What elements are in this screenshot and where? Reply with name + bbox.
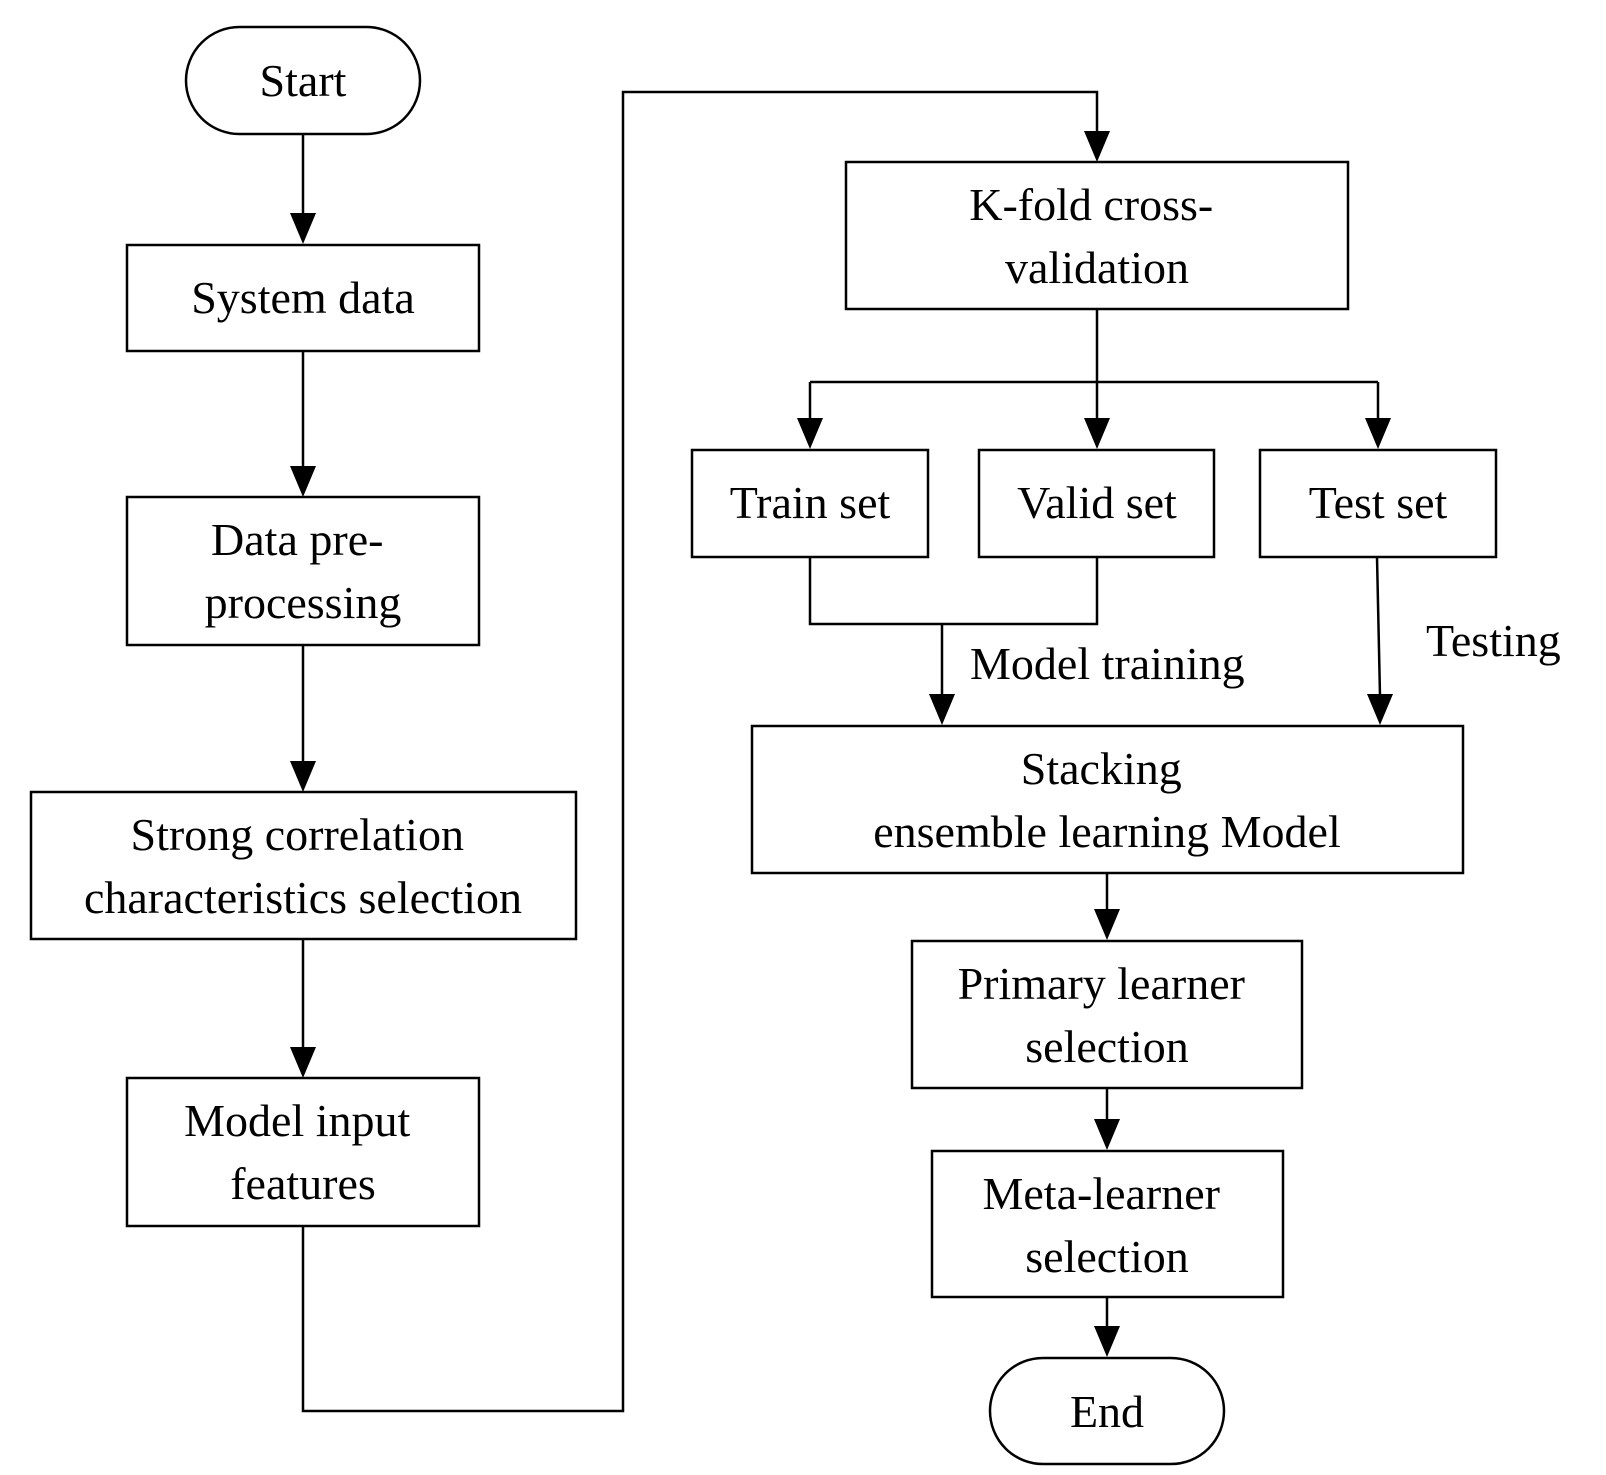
- arrowhead-icon: [1094, 1119, 1120, 1150]
- arrowhead-icon: [1094, 909, 1120, 940]
- node-kfold-label: K-fold cross- validation: [969, 179, 1225, 293]
- node-end-label: End: [1070, 1386, 1144, 1437]
- node-end: End: [988, 1356, 1226, 1466]
- node-model-input-features-label: Model input features: [184, 1095, 422, 1209]
- node-primary-learner: Primary learner selection: [910, 939, 1304, 1090]
- node-start-label: Start: [260, 55, 347, 106]
- node-data-preprocessing-label: Data pre- processing: [205, 514, 402, 628]
- node-system-data: System data: [125, 243, 481, 353]
- node-strong-correlation: Strong correlation characteristics selec…: [29, 790, 578, 941]
- node-stacking: Stacking ensemble learning Model: [750, 724, 1465, 875]
- arrowhead-icon: [1084, 418, 1110, 449]
- arrowhead-icon: [290, 1047, 316, 1078]
- arrowhead-icon: [929, 694, 955, 725]
- node-system-data-label: System data: [191, 272, 415, 323]
- node-stacking-label: Stacking ensemble learning Model: [873, 743, 1341, 857]
- arrowhead-icon: [290, 466, 316, 497]
- arrowhead-icon: [290, 213, 316, 244]
- node-model-input-features: Model input features: [125, 1076, 481, 1228]
- node-valid-set-label: Valid set: [1017, 477, 1177, 528]
- node-strong-correlation-label: Strong correlation characteristics selec…: [84, 809, 522, 923]
- node-data-preprocessing: Data pre- processing: [125, 495, 481, 647]
- node-primary-learner-label: Primary learner selection: [958, 958, 1257, 1072]
- edge-test-stacking: [1375, 556, 1382, 697]
- arrowhead-icon: [1094, 1326, 1120, 1357]
- node-meta-learner-label: Meta-learner selection: [982, 1168, 1231, 1282]
- connectors: [290, 90, 1393, 1413]
- arrowhead-icon: [1365, 418, 1391, 449]
- node-meta-learner: Meta-learner selection: [930, 1149, 1285, 1299]
- node-start: Start: [184, 25, 422, 136]
- node-train-set-label: Train set: [730, 477, 891, 528]
- node-valid-set: Valid set: [977, 448, 1216, 559]
- node-test-set-label: Test set: [1309, 477, 1448, 528]
- arrowhead-icon: [1367, 694, 1393, 725]
- edge-label-model-training: Model training: [970, 638, 1245, 689]
- edge-train-merge: [808, 557, 1099, 626]
- node-train-set: Train set: [690, 448, 930, 559]
- node-kfold: K-fold cross- validation: [844, 160, 1350, 311]
- arrowhead-icon: [797, 418, 823, 449]
- edge-label-testing: Testing: [1426, 615, 1561, 666]
- node-test-set: Test set: [1258, 448, 1498, 559]
- edge-features-kfold: [301, 90, 1099, 1413]
- arrowhead-icon: [290, 761, 316, 792]
- arrowhead-icon: [1084, 131, 1110, 162]
